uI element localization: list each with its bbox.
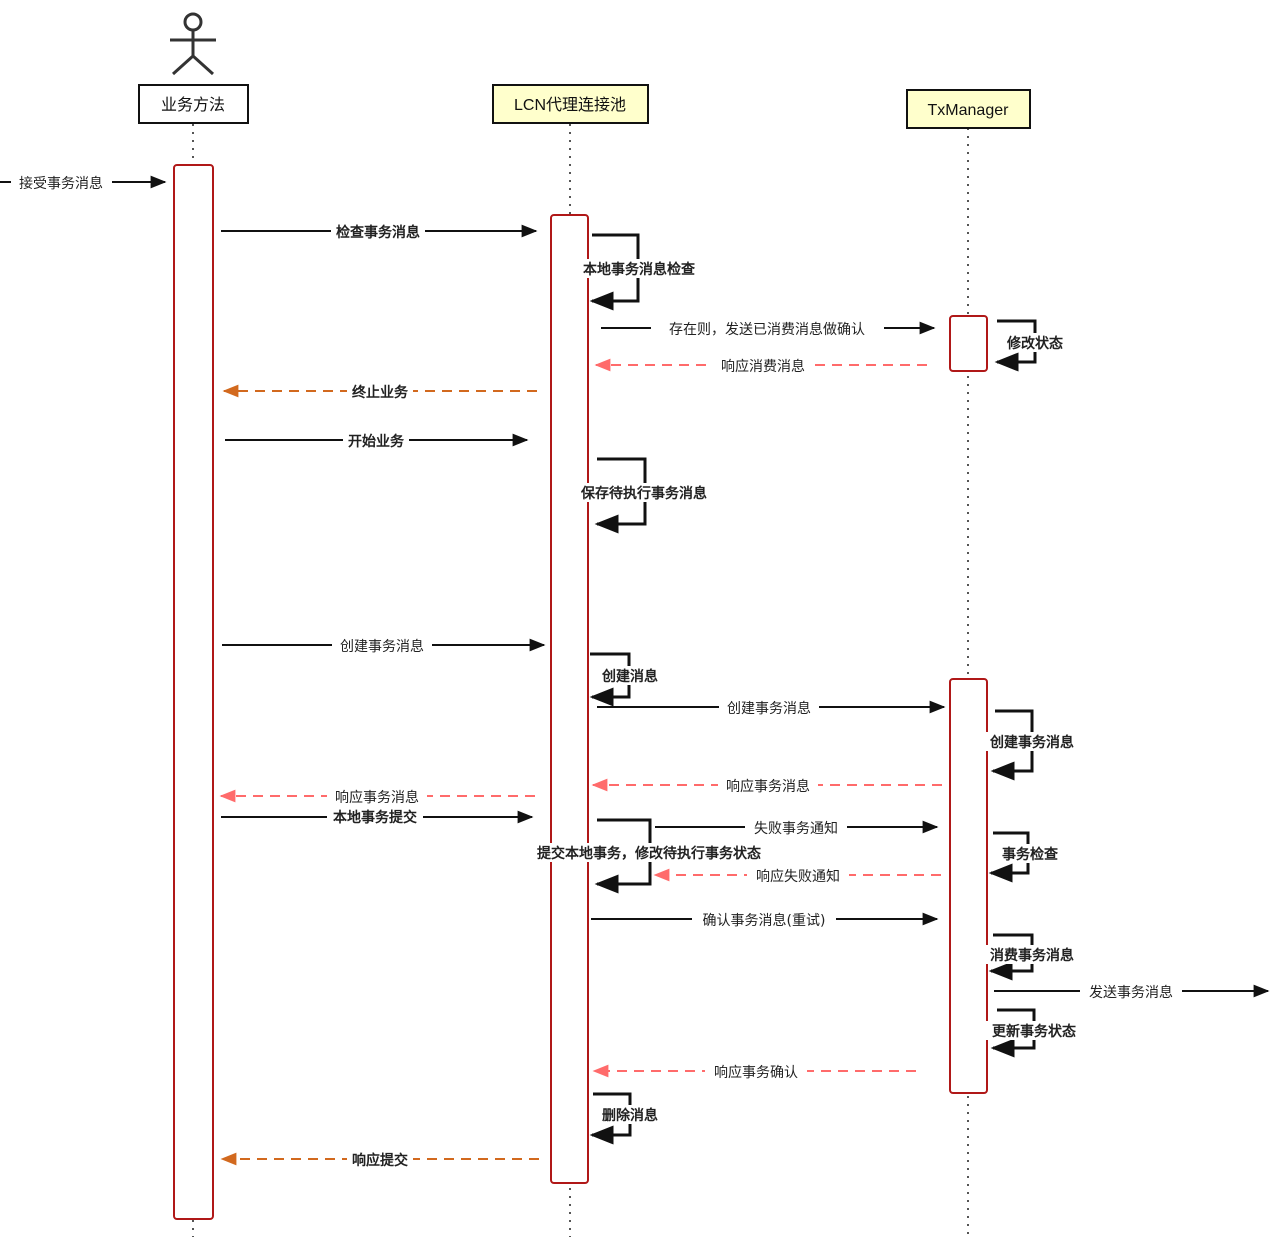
activation-tx-2 [949, 678, 988, 1094]
participant-lcn-label: LCN代理连接池 [514, 96, 626, 114]
message-resp-consume-label: 响应消费消息 [721, 358, 805, 375]
activation-lcn [550, 214, 589, 1184]
message-create-1-label: 创建事务消息 [340, 638, 424, 655]
message-local-commit-label: 本地事务提交 [333, 809, 417, 826]
message-start-label: 开始业务 [348, 433, 405, 450]
message-resp-tx-1-label: 响应事务消息 [726, 778, 810, 795]
self-create-msg-label: 创建消息 [601, 668, 658, 685]
self-update-state-label: 更新事务状态 [992, 1023, 1076, 1040]
self-local-check-label: 本地事务消息检查 [583, 261, 696, 278]
self-create-tx-label: 创建事务消息 [989, 734, 1074, 751]
participant-tx: TxManager [906, 89, 1031, 129]
participant-lcn: LCN代理连接池 [492, 84, 649, 124]
message-send-tx-label: 发送事务消息 [1089, 984, 1173, 1001]
participant-tx-label: TxManager [928, 102, 1010, 119]
participant-biz: 业务方法 [138, 84, 249, 124]
self-consume-label: 消费事务消息 [990, 947, 1074, 964]
participant-biz-label: 业务方法 [161, 96, 225, 114]
self-modify-state-label: 修改状态 [1006, 335, 1063, 352]
activation-biz [173, 164, 214, 1220]
message-resp-confirm-label: 响应事务确认 [714, 1064, 798, 1081]
message-resp-fail-label: 响应失败通知 [756, 868, 840, 885]
actor-icon [170, 12, 216, 76]
self-tx-check-label: 事务检查 [1002, 846, 1059, 863]
message-terminate-label: 终止业务 [352, 384, 409, 401]
message-resp-commit-label: 响应提交 [352, 1152, 408, 1169]
message-receive-label: 接受事务消息 [19, 175, 103, 192]
message-fail-notice-label: 失败事务通知 [754, 820, 838, 837]
message-check-label: 检查事务消息 [336, 224, 420, 241]
message-confirm-exist-label: 存在则，发送已消费消息做确认 [669, 321, 865, 338]
self-commit-local-label: 提交本地事务，修改待执行事务状态 [537, 845, 761, 862]
self-delete-label: 删除消息 [602, 1107, 658, 1124]
message-create-2-label: 创建事务消息 [727, 700, 811, 717]
self-save-pending-label: 保存待执行事务消息 [580, 485, 707, 502]
message-confirm-retry-label: 确认事务消息(重试) [703, 912, 826, 929]
message-resp-tx-2-label: 响应事务消息 [335, 789, 419, 806]
activation-tx-1 [949, 315, 988, 372]
